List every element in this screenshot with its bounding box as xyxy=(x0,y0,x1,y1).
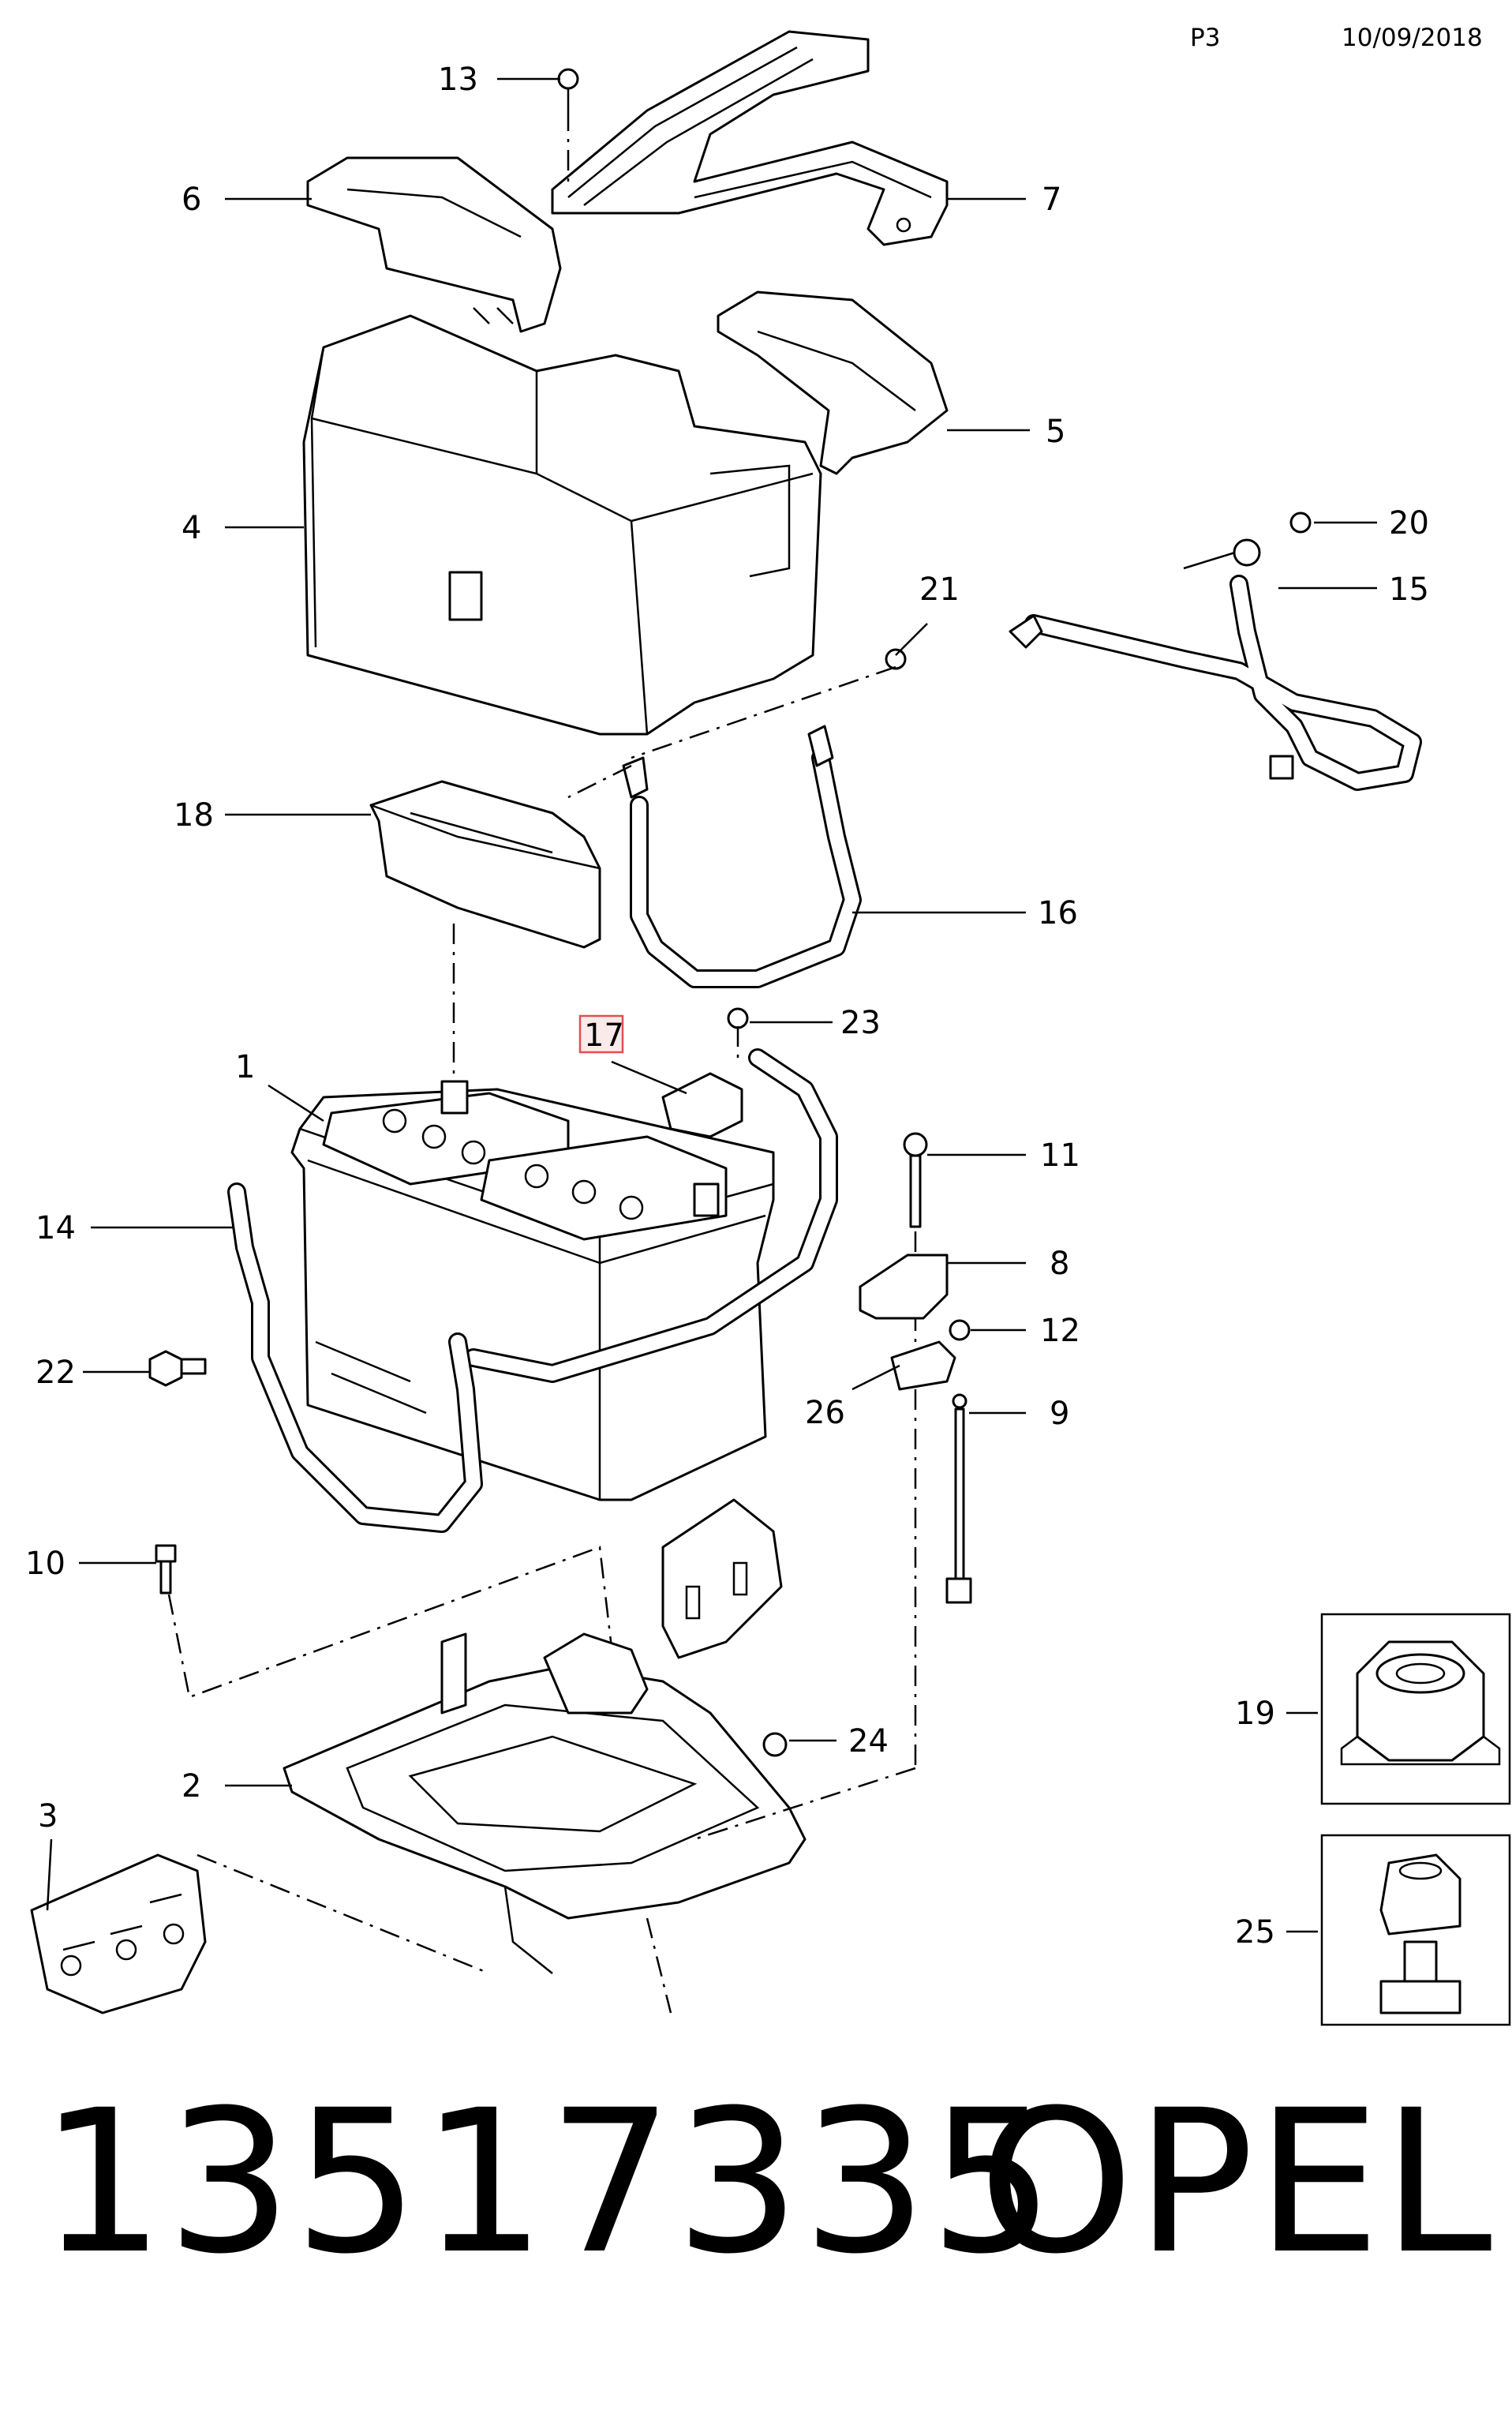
callout-13: 13 xyxy=(438,62,478,98)
callout-22: 22 xyxy=(36,1355,76,1391)
part-16-cable xyxy=(567,725,862,988)
callout-17: 17 xyxy=(584,1017,624,1054)
callout-4: 4 xyxy=(182,510,201,546)
part-9-rod xyxy=(945,1393,972,1604)
callout-24: 24 xyxy=(848,1723,889,1760)
callout-8: 8 xyxy=(1050,1246,1069,1282)
callout-3: 3 xyxy=(38,1798,58,1834)
callout-10: 10 xyxy=(25,1546,65,1582)
part-6-cover xyxy=(306,156,562,333)
callout-26: 26 xyxy=(805,1395,845,1431)
part-1-battery xyxy=(290,1080,775,1501)
part-24-nut xyxy=(762,1732,788,1757)
brand-name: OPEL xyxy=(979,2067,1494,2297)
callout-21: 21 xyxy=(919,572,960,608)
part-21-nut xyxy=(631,648,907,759)
part-26-plate xyxy=(890,1340,956,1768)
callout-2: 2 xyxy=(182,1768,201,1805)
part-15-ground-cable xyxy=(1009,538,1422,791)
part-2-battery-tray xyxy=(283,1498,916,2014)
part-14-cable xyxy=(227,1182,483,1533)
part-11-bolt xyxy=(903,1132,928,1374)
part-12-nut xyxy=(949,1319,971,1341)
part-3-clip xyxy=(30,1853,490,2014)
callout-5: 5 xyxy=(1046,414,1065,450)
part-4-battery-cover xyxy=(302,314,822,736)
callout-15: 15 xyxy=(1389,572,1429,608)
callout-9: 9 xyxy=(1050,1396,1069,1432)
part-19-nut-box xyxy=(1320,1613,1511,1805)
part-18-fuse-box xyxy=(369,780,601,1081)
part-25-bolt-box xyxy=(1320,1834,1511,2026)
callout-6: 6 xyxy=(182,182,201,218)
callout-7: 7 xyxy=(1042,182,1061,218)
callout-17-highlight xyxy=(578,1014,624,1054)
callout-18: 18 xyxy=(174,797,214,834)
part-7-bracket xyxy=(551,30,949,246)
callout-labels: 13 6 7 5 4 20 15 21 18 16 17 23 1 14 11 … xyxy=(25,62,1429,1951)
callout-19: 19 xyxy=(1235,1696,1275,1732)
callout-11: 11 xyxy=(1040,1137,1080,1174)
part-17-terminal xyxy=(464,1048,838,1383)
callout-1: 1 xyxy=(235,1049,255,1085)
callout-23: 23 xyxy=(840,1005,881,1041)
callout-25: 25 xyxy=(1235,1914,1275,1951)
callout-20: 20 xyxy=(1389,505,1429,542)
callout-12: 12 xyxy=(1040,1313,1080,1349)
page-code: P3 xyxy=(1190,24,1221,52)
part-8-clamp xyxy=(859,1254,949,1320)
callout-16: 16 xyxy=(1038,895,1078,931)
diagram-date: 10/09/2018 xyxy=(1342,24,1483,52)
leader-lines xyxy=(46,77,1377,1933)
part-5-cover xyxy=(717,290,949,475)
part-23-nut xyxy=(727,1007,749,1066)
part-22-bolt xyxy=(148,1350,207,1387)
callout-14: 14 xyxy=(36,1210,76,1246)
part-13-screw xyxy=(557,68,579,189)
part-number: 13517335 xyxy=(39,2067,1057,2297)
part-20-nut xyxy=(1289,512,1312,534)
